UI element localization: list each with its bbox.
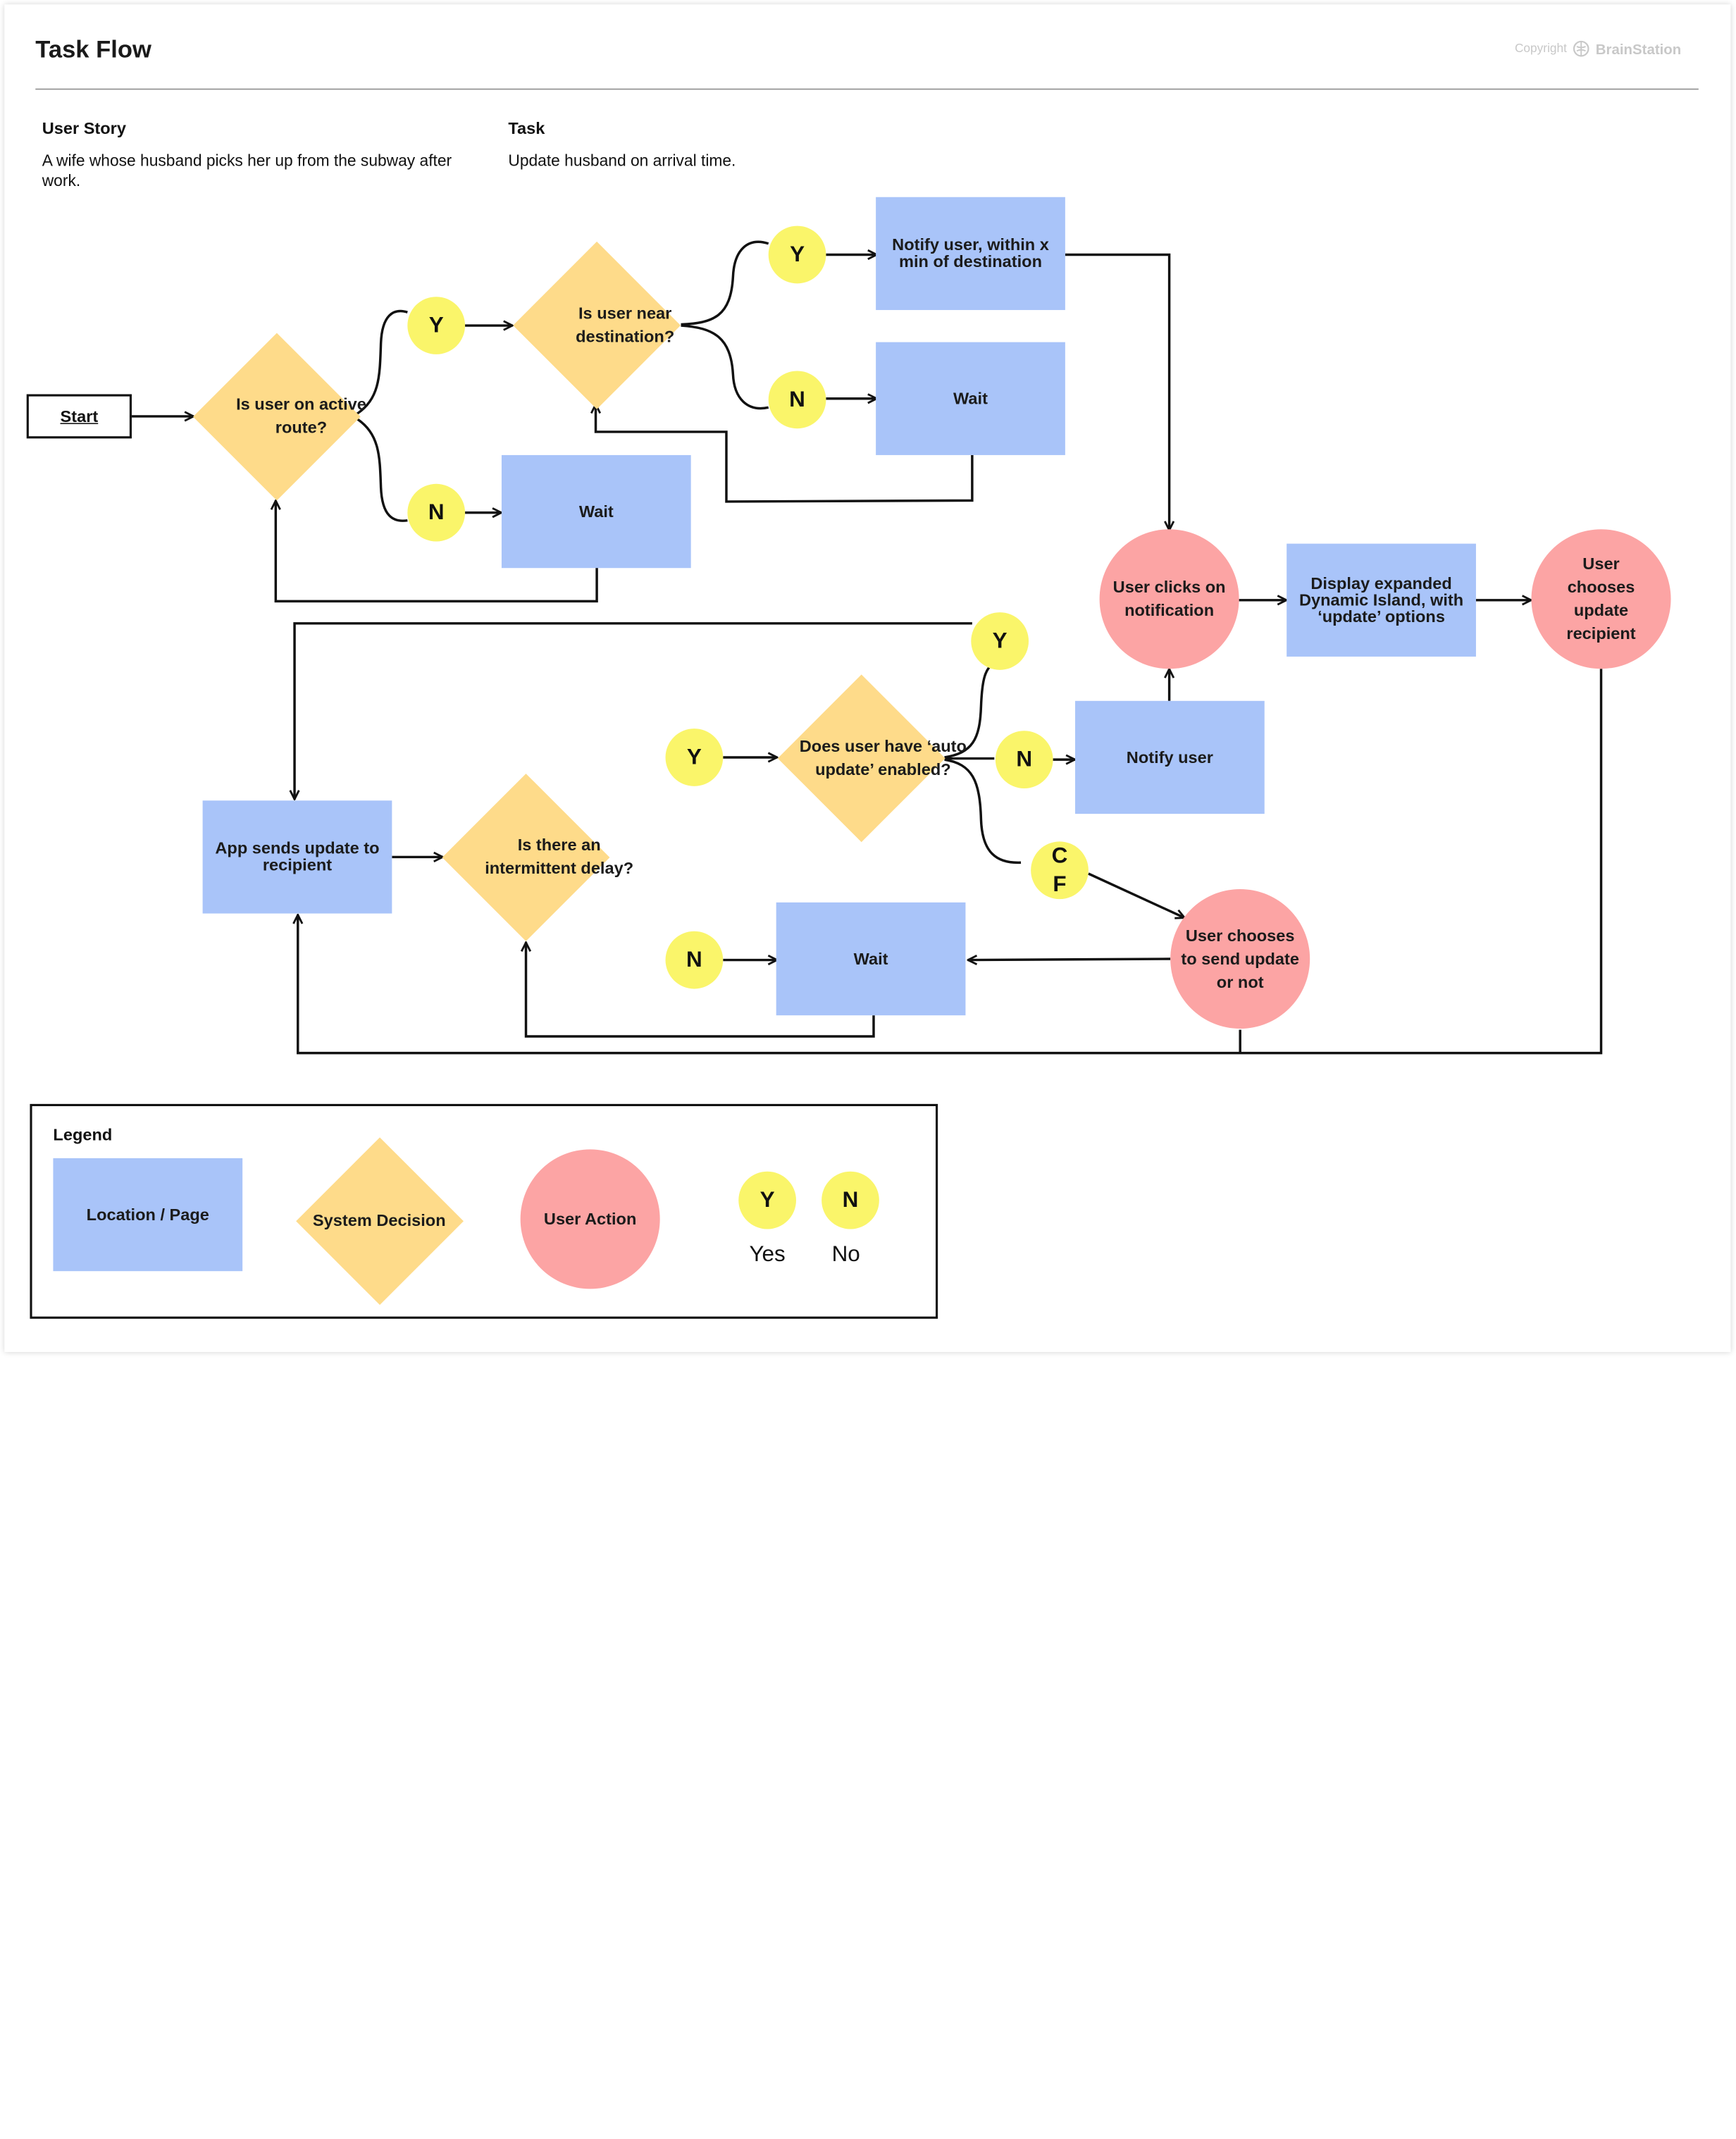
brand-name: BrainStation	[1595, 40, 1682, 57]
brainstation-logo-icon	[1573, 40, 1589, 57]
page-notify-within: Notify user, within x min of destination	[876, 197, 1065, 311]
decision-auto-update-label: Does user have ‘auto update’ enabled?	[799, 736, 967, 779]
cf-marker-bottom: F	[1053, 872, 1067, 897]
yes-marker-auto: Y	[971, 612, 1029, 670]
action-clicks-notification: User clicks on notification	[1099, 529, 1239, 669]
cf-marker-top: C	[1051, 843, 1068, 869]
decision-near-destination: Is user near destination?	[513, 242, 680, 409]
yes-marker-near: Y	[768, 225, 826, 284]
task-heading: Task	[508, 119, 545, 139]
legend-page-swatch: Location / Page	[53, 1158, 243, 1272]
cf-marker-auto: C F	[1031, 841, 1089, 900]
decision-near-destination-label: Is user near destination?	[576, 304, 675, 347]
connector-wait2-loop	[596, 404, 974, 503]
decision-active-route: Is user on active route?	[194, 333, 366, 500]
legend-no-label: No	[831, 1242, 860, 1267]
connector-route-to-yes	[356, 309, 408, 416]
decision-active-route-label: Is user on active route?	[236, 395, 366, 438]
legend-yes-label: Yes	[749, 1242, 786, 1267]
no-marker-route: N	[407, 483, 466, 542]
no-marker-send: N	[665, 931, 724, 989]
connector-choose-to-wait3	[968, 959, 1171, 960]
connector-route-to-no	[356, 417, 408, 522]
legend-decision-swatch: System Decision	[296, 1137, 463, 1304]
user-story-heading: User Story	[42, 119, 126, 139]
legend-action-swatch: User Action	[520, 1149, 660, 1289]
flow-connectors	[132, 240, 1603, 1055]
task-flow-canvas: Task Flow Copyright BrainStation User St…	[0, 0, 1736, 1360]
page-app-sends-update: App sends update to recipient	[202, 800, 392, 914]
action-chooses-send: User chooses to send update or not	[1170, 888, 1310, 1029]
page-wait-destination: Wait	[876, 342, 1065, 455]
decision-auto-update: Does user have ‘auto update’ enabled?	[777, 674, 967, 841]
copyright-label: Copyright	[1514, 42, 1567, 56]
page-display-expanded: Display expanded Dynamic Island, with ‘u…	[1286, 543, 1476, 657]
no-marker-near: N	[768, 371, 826, 429]
legend-decision-label: System Decision	[312, 1211, 446, 1231]
header-divider	[35, 88, 1699, 90]
connector-auto-to-cf	[944, 758, 1022, 864]
legend-box	[30, 1103, 938, 1319]
connector-auto-to-y	[944, 661, 996, 759]
connector-wait3-loop	[526, 942, 875, 1038]
connector-near-to-no	[681, 324, 769, 410]
action-chooses-recipient: User chooses update recipient	[1531, 529, 1671, 669]
copyright-mark: Copyright BrainStation	[1515, 40, 1681, 58]
user-story-text: A wife whose husband picks her up from t…	[42, 152, 452, 191]
connector-wait1-loop	[275, 500, 598, 603]
connector-cf-to-choose	[1088, 872, 1185, 918]
connector-bottom-return	[298, 669, 1603, 1055]
legend-no-marker: N	[822, 1171, 879, 1229]
decision-intermittent-delay-label: Is there an intermittent delay?	[485, 836, 634, 879]
task-text: Update husband on arrival time.	[508, 152, 736, 171]
start-node: Start	[26, 394, 132, 439]
connector-notify-to-click	[1065, 253, 1170, 530]
page-wait-send: Wait	[776, 902, 966, 1016]
yes-marker-send: Y	[665, 728, 724, 786]
yes-marker-route: Y	[407, 297, 466, 354]
page-notify-user: Notify user	[1075, 700, 1265, 814]
connector-near-to-yes	[681, 240, 769, 326]
connector-y-to-appsends	[294, 622, 972, 800]
legend-yes-marker: Y	[738, 1171, 796, 1229]
page-wait-route: Wait	[501, 454, 691, 569]
page-title: Task Flow	[35, 35, 151, 63]
decision-intermittent-delay: Is there an intermittent delay?	[443, 774, 633, 941]
legend-title: Legend	[53, 1126, 113, 1146]
no-marker-auto: N	[995, 731, 1053, 788]
